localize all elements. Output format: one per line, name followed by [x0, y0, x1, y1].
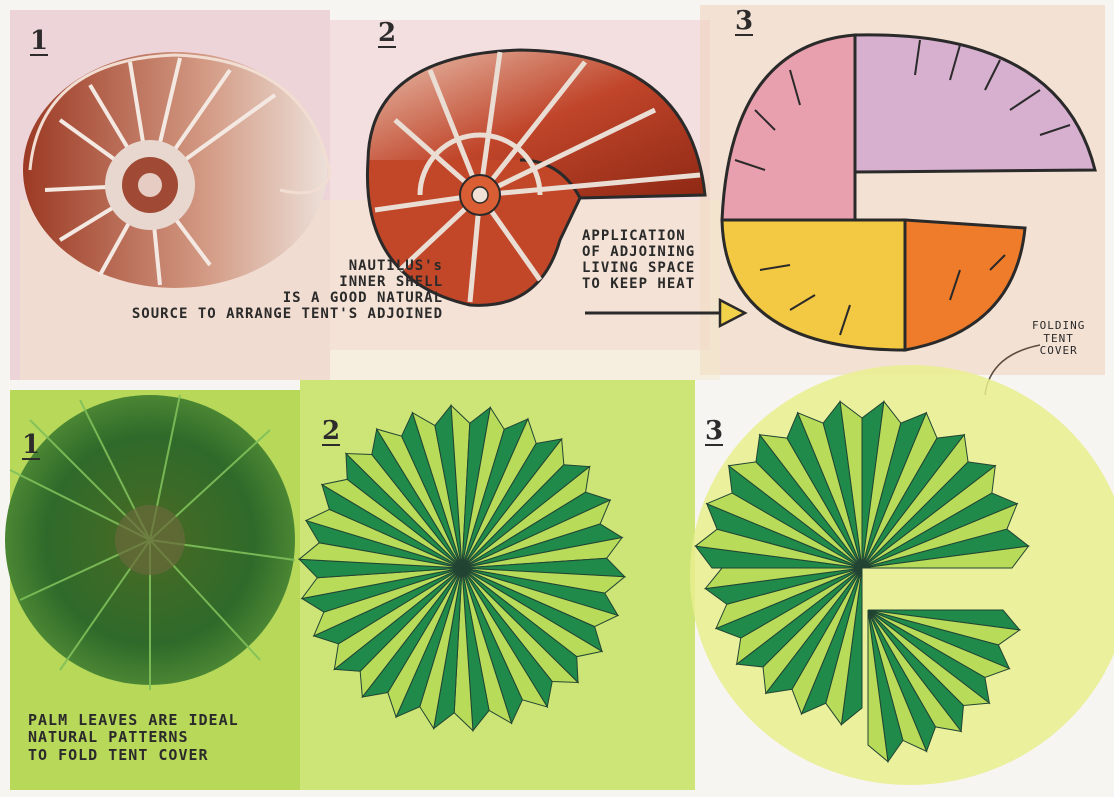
step-number-2-bottom: 2	[322, 418, 340, 446]
application-note: APPLICATION OF ADJOINING LIVING SPACE TO…	[582, 228, 695, 292]
step-number-1-top: 1	[30, 28, 48, 56]
step-number-3-top: 3	[735, 8, 753, 36]
nautilus-caption: NAUTILUS's INNER SHELL IS A GOOD NATURAL…	[48, 258, 443, 322]
folding-tent-cover-note: FOLDING TENT COVER	[1032, 320, 1085, 358]
palm-caption: PALM LEAVES ARE IDEAL NATURAL PATTERNS T…	[28, 712, 239, 764]
step-number-1-bottom: 1	[22, 432, 40, 460]
step-number-3-bottom: 3	[705, 418, 723, 446]
step-number-2-top: 2	[378, 20, 396, 48]
